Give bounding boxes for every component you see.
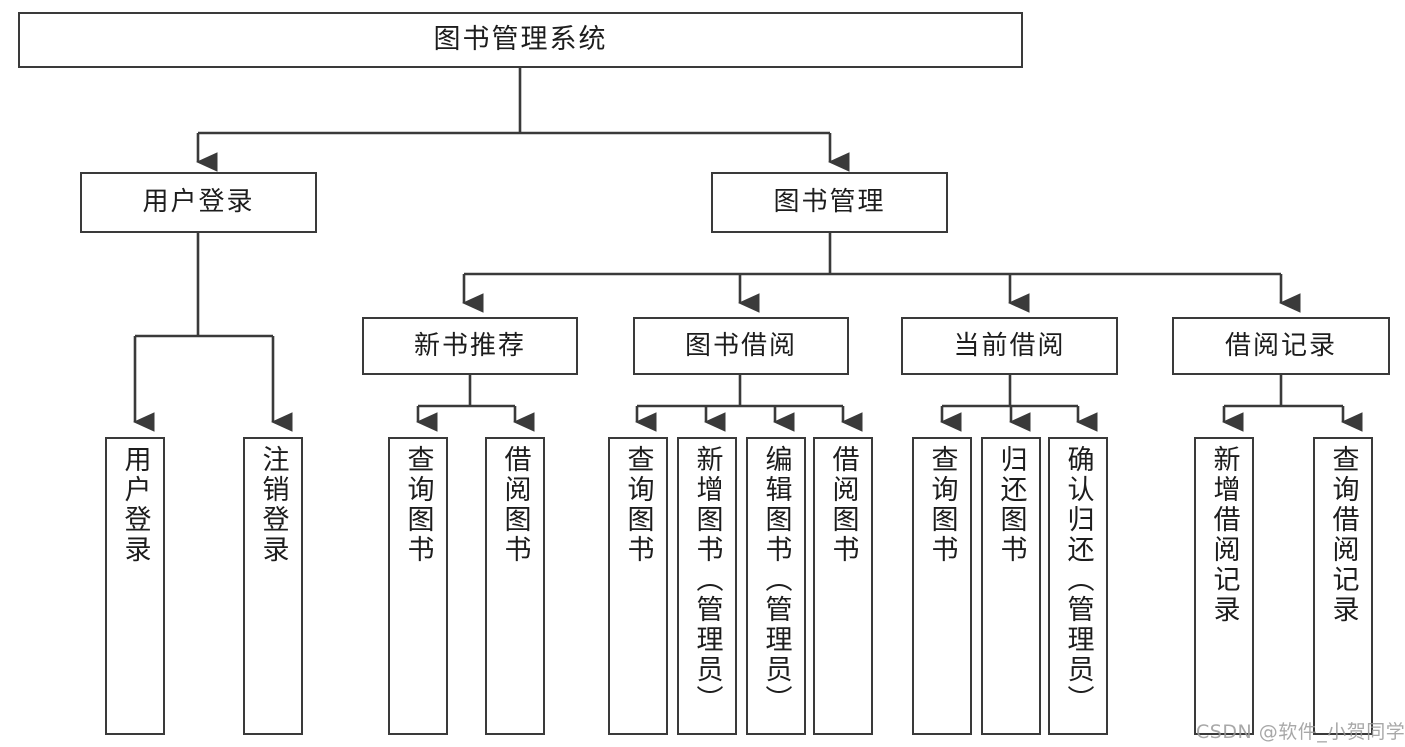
leaf-borrow-record-query[interactable]: 查询借阅记录 xyxy=(1313,437,1373,735)
node-label: 图书管理系统 xyxy=(433,24,608,56)
node-label: 借阅图书 xyxy=(827,445,859,565)
node-label: 新书推荐 xyxy=(413,330,526,361)
node-borrow-record[interactable]: 借阅记录 xyxy=(1172,317,1390,375)
node-label: 图书管理 xyxy=(773,187,886,218)
leaf-user-login-login[interactable]: 用户登录 xyxy=(105,437,165,735)
node-label: 借阅记录 xyxy=(1224,330,1337,361)
node-new-book-recommend[interactable]: 新书推荐 xyxy=(362,317,578,375)
node-label: 确认归还（管理员） xyxy=(1062,445,1094,715)
leaf-book-borrow-add-admin[interactable]: 新增图书（管理员） xyxy=(677,437,737,735)
node-label: 当前借阅 xyxy=(953,330,1066,361)
node-label: 编辑图书（管理员） xyxy=(760,445,792,715)
leaf-new-book-query[interactable]: 查询图书 xyxy=(388,437,448,735)
node-root-book-management-system[interactable]: 图书管理系统 xyxy=(18,12,1023,68)
leaf-current-borrow-confirm-admin[interactable]: 确认归还（管理员） xyxy=(1048,437,1108,735)
leaf-current-borrow-query[interactable]: 查询图书 xyxy=(912,437,972,735)
node-current-borrow[interactable]: 当前借阅 xyxy=(901,317,1118,375)
node-label: 查询图书 xyxy=(402,445,434,565)
node-label: 新增借阅记录 xyxy=(1208,445,1240,625)
node-label: 图书借阅 xyxy=(684,330,797,361)
node-label: 查询借阅记录 xyxy=(1327,445,1359,625)
node-label: 新增图书（管理员） xyxy=(691,445,723,715)
node-label: 查询图书 xyxy=(926,445,958,565)
node-label: 用户登录 xyxy=(142,187,255,218)
node-book-borrow[interactable]: 图书借阅 xyxy=(633,317,849,375)
node-user-login[interactable]: 用户登录 xyxy=(80,172,317,233)
node-book-management[interactable]: 图书管理 xyxy=(711,172,948,233)
node-label: 借阅图书 xyxy=(499,445,531,565)
leaf-book-borrow-query[interactable]: 查询图书 xyxy=(608,437,668,735)
leaf-book-borrow-borrow[interactable]: 借阅图书 xyxy=(813,437,873,735)
leaf-current-borrow-return[interactable]: 归还图书 xyxy=(981,437,1041,735)
node-label: 归还图书 xyxy=(995,445,1027,565)
node-label: 注销登录 xyxy=(257,445,289,565)
csdn-watermark: CSDN @软件_小贺同学 xyxy=(1196,721,1405,743)
leaf-book-borrow-edit-admin[interactable]: 编辑图书（管理员） xyxy=(746,437,806,735)
leaf-borrow-record-add[interactable]: 新增借阅记录 xyxy=(1194,437,1254,735)
node-label: 用户登录 xyxy=(119,445,151,565)
leaf-user-login-logout[interactable]: 注销登录 xyxy=(243,437,303,735)
leaf-new-book-borrow[interactable]: 借阅图书 xyxy=(485,437,545,735)
node-label: 查询图书 xyxy=(622,445,654,565)
